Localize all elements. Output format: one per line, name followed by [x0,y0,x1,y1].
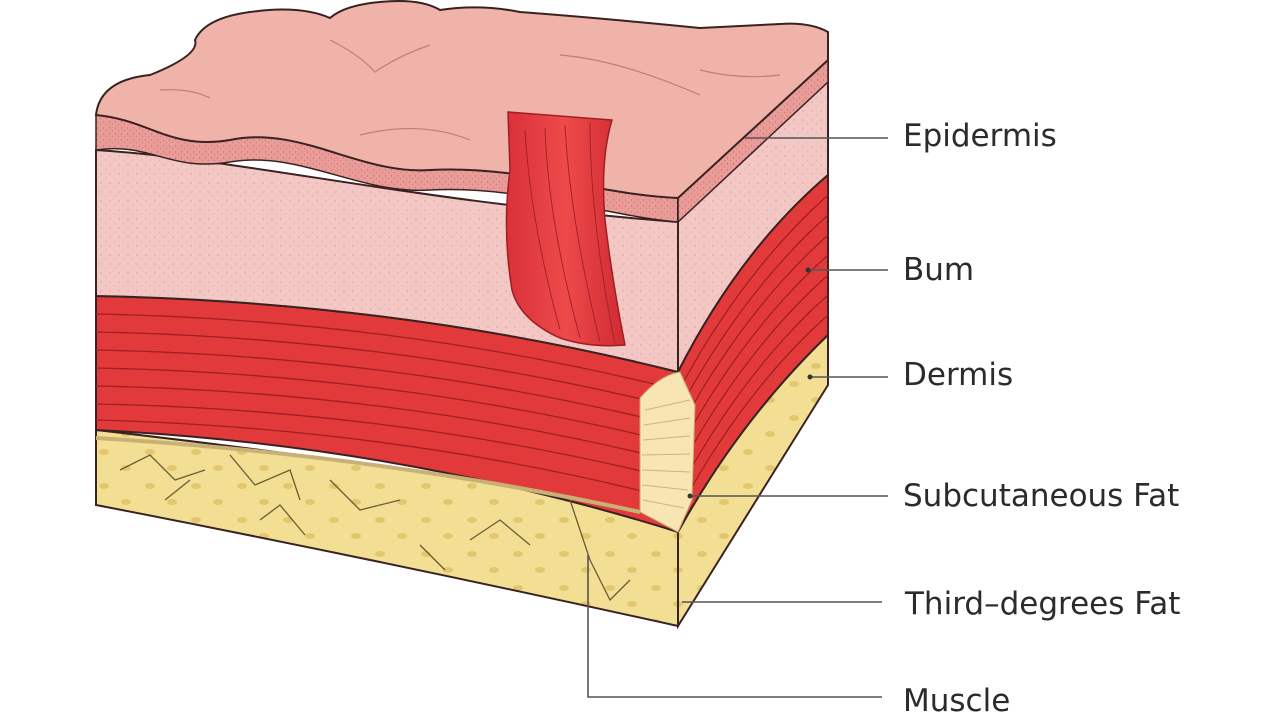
side-fat-layer [677,332,829,630]
burn-channel [505,111,626,347]
top-surface [94,0,829,200]
label-subcutaneous-fat: Subcutaneous Fat [903,478,1180,514]
muscle-fat-boundary [95,436,641,514]
label-muscle: Muscle [903,683,1011,719]
label-epidermis: Epidermis [903,118,1057,154]
burn-wedge [639,371,696,533]
leader-muscle [587,555,882,698]
top-surface-creases [159,39,781,141]
burn-channel-fibers [524,121,616,345]
muscle-stripes-front [95,313,679,501]
burn-wedge-lines [641,399,691,509]
label-burn: Bum [903,252,975,288]
leader-lines [587,137,888,698]
label-third-degrees-fat: Third–degrees Fat [905,586,1181,622]
leader-dots [687,267,813,499]
fat-cracks [119,454,631,602]
label-dermis: Dermis [903,357,1014,393]
